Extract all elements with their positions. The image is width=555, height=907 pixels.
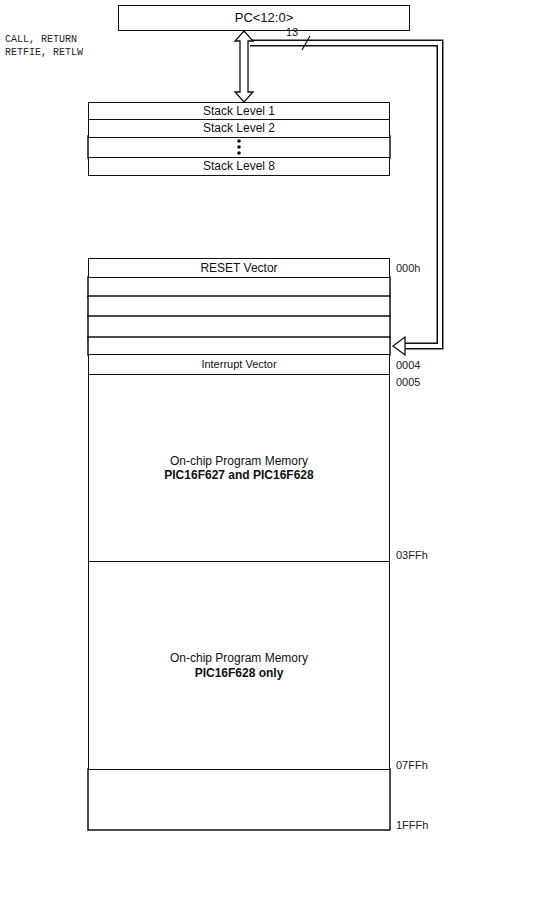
address-label: 07FFh — [396, 759, 428, 772]
memory-row — [88, 316, 390, 338]
vector-row: RESET Vector — [88, 258, 390, 278]
box-text: RESET Vector — [200, 261, 277, 275]
box-text: PC<12:0> — [235, 10, 294, 26]
bus-width-slash — [302, 36, 310, 50]
box-text: Stack Level 2 — [203, 121, 275, 135]
memory-row — [88, 337, 390, 355]
box-text: Stack Level 1 — [203, 104, 275, 118]
box-subtext: PIC16F627 and PIC16F628 — [164, 468, 313, 482]
memory-row — [88, 769, 390, 830]
register-box: PC<12:0> — [118, 5, 410, 31]
memory-row — [88, 277, 390, 297]
address-bus — [250, 43, 440, 346]
dot — [237, 145, 241, 149]
dot — [237, 151, 241, 155]
dot — [237, 139, 241, 143]
memory-block: On-chip Program MemoryPIC16F628 only — [88, 561, 390, 770]
stack-level: Stack Level 8 — [88, 157, 390, 176]
address-label: 03FFh — [396, 549, 428, 562]
bus-arrowhead — [393, 337, 405, 355]
double-arrow — [235, 31, 253, 102]
address-label: 000h — [396, 262, 420, 275]
memory-block: On-chip Program MemoryPIC16F627 and PIC1… — [88, 374, 390, 562]
box-text: Stack Level 8 — [203, 159, 275, 173]
instruction-list: CALL, RETURN RETFIE, RETLW — [5, 34, 89, 59]
address-label: 0004 — [396, 359, 420, 372]
stack-level: Stack Level 2 — [88, 119, 390, 138]
box-subtext: PIC16F628 only — [195, 666, 284, 680]
address-label: 1FFFh — [396, 819, 428, 832]
box-text: Interrupt Vector — [201, 358, 276, 371]
stack-gap-row — [88, 136, 390, 158]
box-text: On-chip Program Memory — [170, 454, 308, 468]
vector-row: Interrupt Vector — [88, 354, 390, 375]
address-bus — [250, 43, 440, 346]
memory-row — [88, 296, 390, 317]
box-text: On-chip Program Memory — [170, 651, 308, 665]
bus-width: 13 — [286, 26, 298, 39]
address-label: 0005 — [396, 376, 420, 389]
